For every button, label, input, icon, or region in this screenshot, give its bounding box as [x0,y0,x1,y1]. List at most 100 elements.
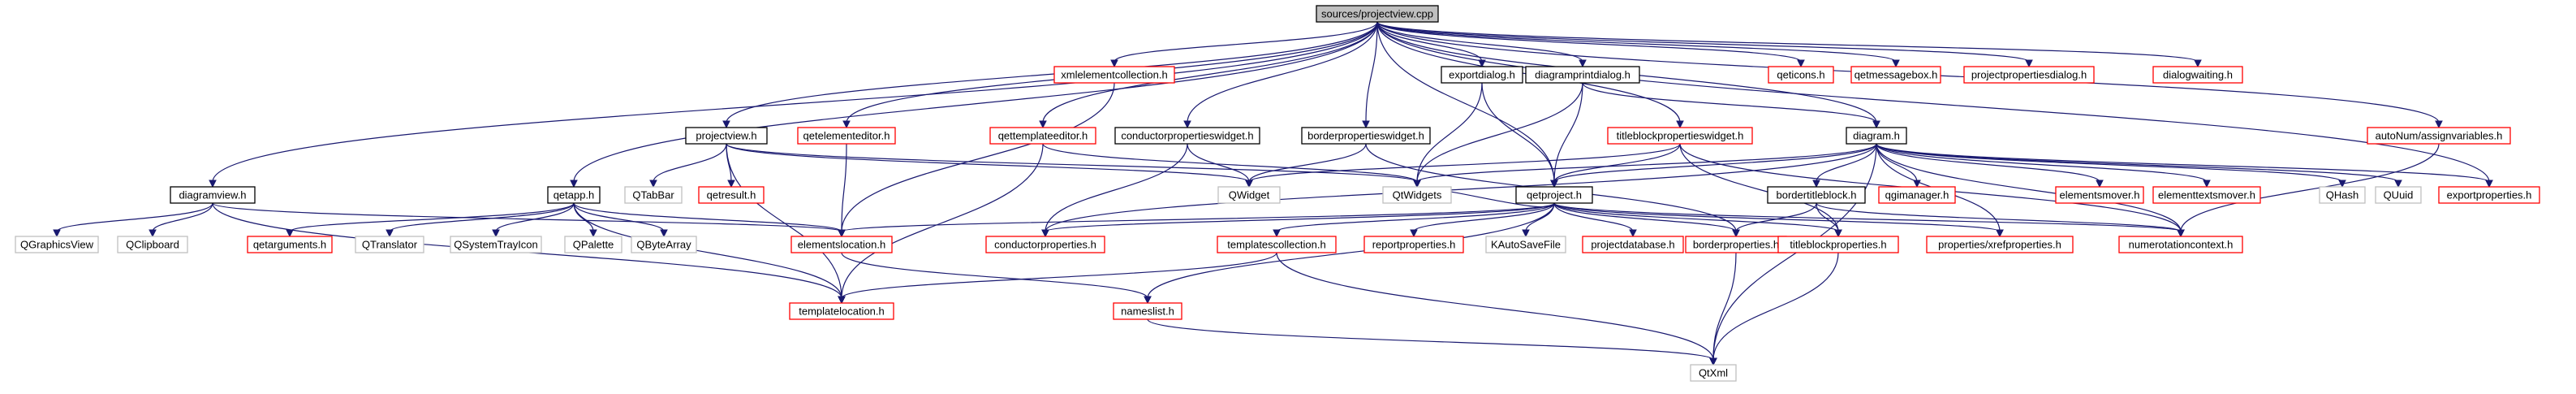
node-qeticons[interactable]: qeticons.h [1768,66,1834,84]
node-box [450,236,542,253]
node-titleblockproperties[interactable]: titleblockproperties.h [1777,236,1899,253]
node-box [624,186,683,204]
node-label: qetarguments.h [253,239,326,251]
edge-arrowhead [1522,229,1530,238]
node-qetresult[interactable]: qetresult.h [698,186,765,204]
node-reportproperties[interactable]: reportproperties.h [1363,236,1464,253]
edge-arrowhead [1996,229,2004,238]
edge-arrowhead [727,180,735,188]
node-projectview-h[interactable]: projectview.h [685,127,768,145]
node-templatelocation[interactable]: templatelocation.h [789,302,894,320]
node-titleblockpropertieswidget[interactable]: titleblockpropertieswidget.h [1607,127,1753,145]
node-label: conductorproperties.h [994,239,1096,251]
node-dialogwaiting[interactable]: dialogwaiting.h [2152,66,2243,84]
edge-arrowhead [838,229,846,238]
node-label: elementsmover.h [2060,189,2140,201]
node-qetarguments[interactable]: qetarguments.h [247,236,333,253]
node-quuid[interactable]: QUuid [2375,186,2422,204]
node-nameslist[interactable]: nameslist.h [1113,302,1182,320]
node-qetproject[interactable]: qetproject.h [1515,186,1593,204]
node-projectpropertiesdialog[interactable]: projectpropertiesdialog.h [1963,66,2095,84]
edge-arrowhead [1892,59,1900,68]
node-elementslocation[interactable]: elementslocation.h [790,236,893,253]
edge [726,143,1418,183]
node-qetelementeditor[interactable]: qetelementeditor.h [797,127,896,145]
node-label: qgimanager.h [1885,189,1949,201]
node-numerotationcontext[interactable]: numerotationcontext.h [2118,236,2243,253]
node-qtxml[interactable]: QtXml [1690,364,1737,382]
node-qgimanager[interactable]: qgimanager.h [1878,186,1956,204]
node-qclipboard[interactable]: QClipboard [117,236,188,253]
edge-arrowhead [2435,120,2443,129]
edge [841,252,1148,299]
node-qtranslator[interactable]: QTranslator [355,236,424,253]
edge [1553,202,1634,232]
node-projectview-cpp[interactable]: sources/projectview.cpp [1316,5,1439,23]
edge [1553,202,2182,232]
node-label: projectdatabase.h [1591,239,1674,251]
edge [1582,82,1877,123]
node-bordertitleblock[interactable]: bordertitleblock.h [1767,186,1866,204]
node-label: qetmessagebox.h [1854,69,1938,81]
node-xrefproperties[interactable]: properties/xrefproperties.h [1926,236,2074,253]
edge [1679,143,1839,232]
node-templatescollection[interactable]: templatescollection.h [1217,236,1337,253]
edge-arrowhead [838,296,846,305]
node-box [790,236,893,253]
node-qhash[interactable]: QHash [2319,186,2366,204]
edge-arrowhead [1362,120,1370,129]
node-qtwidgets[interactable]: QtWidgets [1382,186,1452,204]
edge [1376,21,1483,63]
node-diagram[interactable]: diagram.h [1846,127,1907,145]
node-borderproperties[interactable]: borderproperties.h [1685,236,1787,253]
node-qbytearray[interactable]: QByteArray [631,236,697,253]
node-box [247,236,333,253]
node-label: borderproperties.h [1693,239,1779,251]
node-qsystemtrayicon[interactable]: QSystemTrayIcon [450,236,542,253]
node-autonum[interactable]: autoNum/assignvariables.h [2367,127,2511,145]
node-conductorproperties[interactable]: conductorproperties.h [985,236,1105,253]
node-box [797,127,896,145]
node-label: sources/projectview.cpp [1321,8,1433,20]
node-xmlelementcollection[interactable]: xmlelementcollection.h [1053,66,1175,84]
edge-arrowhead [1041,229,1049,238]
node-qwidget[interactable]: QWidget [1217,186,1281,204]
node-label: qetresult.h [707,189,756,201]
node-borderpropertieswidget[interactable]: borderpropertieswidget.h [1301,127,1431,145]
node-projectdatabase[interactable]: projectdatabase.h [1582,236,1684,253]
node-qpalette[interactable]: QPalette [564,236,622,253]
node-box [2118,236,2243,253]
node-exportdialog[interactable]: exportdialog.h [1441,66,1523,84]
edge-arrowhead [1183,120,1191,129]
node-qgraphicsview[interactable]: QGraphicsView [15,236,99,253]
node-label: QTranslator [362,239,418,251]
edge [1876,143,2399,183]
edge [726,143,842,299]
edge [841,252,1277,299]
node-qetapp[interactable]: qetapp.h [547,186,601,204]
node-qtabbar[interactable]: QTabBar [624,186,683,204]
edge-arrowhead [492,229,500,238]
node-diagramview[interactable]: diagramview.h [170,186,256,204]
edge [2180,143,2440,232]
edge-arrowhead [1872,120,1880,129]
node-diagramprintdialog[interactable]: diagramprintdialog.h [1525,66,1640,84]
node-box [2438,186,2540,204]
edge [1045,143,1877,232]
node-conductorpropertieswidget[interactable]: conductorpropertieswidget.h [1114,127,1260,145]
edge [1248,143,1367,183]
node-label: QSystemTrayIcon [454,239,538,251]
edge [1481,82,1555,183]
node-elementsmover[interactable]: elementsmover.h [2055,186,2144,204]
node-label: reportproperties.h [1372,239,1456,251]
node-box [1582,236,1684,253]
node-qetmessagebox[interactable]: qetmessagebox.h [1850,66,1941,84]
edge-arrowhead [1834,229,1842,238]
edge-arrowhead [1273,229,1281,238]
node-elementtextsmover[interactable]: elementtextsmover.h [2152,186,2261,204]
node-qettemplateeditor[interactable]: qettemplateeditor.h [989,127,1096,145]
node-exportproperties[interactable]: exportproperties.h [2438,186,2540,204]
node-kautosavefile[interactable]: KAutoSaveFile [1485,236,1566,253]
edge [1816,202,1839,232]
node-box [1301,127,1431,145]
